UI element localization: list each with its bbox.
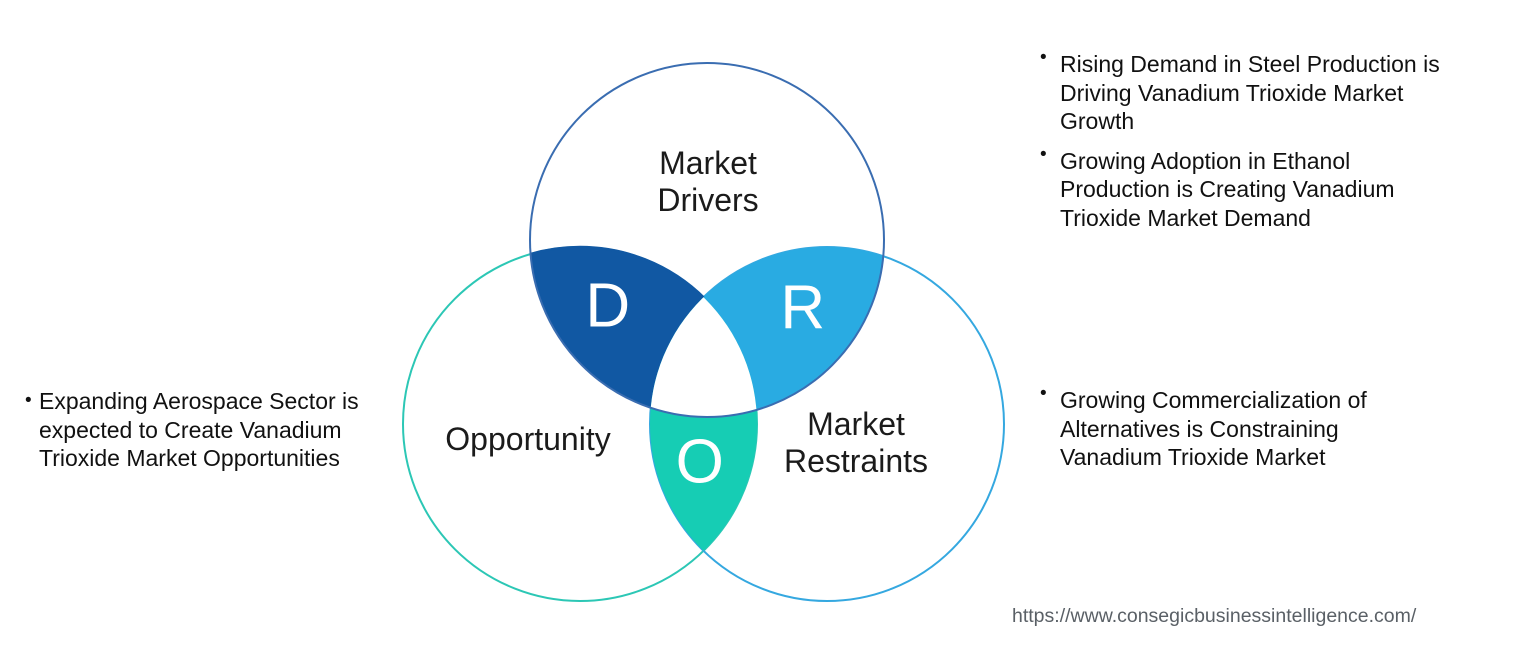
callout-text: Rising Demand in Steel Production is Dri… <box>1060 51 1440 134</box>
opportunity-overlap-letter: O <box>676 428 725 497</box>
bullet-icon: • <box>1040 47 1047 68</box>
opportunity-circle-label: Opportunity <box>445 421 611 457</box>
drivers-circle <box>529 62 885 418</box>
callout-text: Expanding Aerospace Sector is expected t… <box>39 388 359 471</box>
drivers-overlap-letter: D <box>585 272 630 341</box>
drivers-opportunity-overlap <box>530 245 759 417</box>
restraints-overlap-letter: R <box>780 274 825 343</box>
restraints-circle-label: Market Restraints <box>783 406 929 479</box>
restraints-callouts: • Growing Commercialization of Alternati… <box>1040 383 1490 472</box>
drivers-callouts: • Rising Demand in Steel Production is D… <box>1040 47 1490 233</box>
bullet-icon: • <box>25 390 32 411</box>
bullet-icon: • <box>1040 383 1047 404</box>
list-item: • Growing Adoption in Ethanol Production… <box>1040 144 1490 233</box>
opportunity-callouts: • Expanding Aerospace Sector is expected… <box>25 387 415 473</box>
list-item: • Rising Demand in Steel Production is D… <box>1040 47 1490 136</box>
drivers-restraints-overlap <box>650 247 884 417</box>
callout-text: Growing Commercialization of Alternative… <box>1060 387 1367 470</box>
list-item: • Expanding Aerospace Sector is expected… <box>25 387 415 473</box>
drivers-circle-label: Market Drivers <box>657 145 759 218</box>
list-item: • Growing Commercialization of Alternati… <box>1040 383 1490 472</box>
bullet-icon: • <box>1040 143 1047 165</box>
callout-text: Growing Adoption in Ethanol Production i… <box>1060 147 1395 231</box>
source-url: https://www.consegicbusinessintelligence… <box>1012 605 1417 627</box>
